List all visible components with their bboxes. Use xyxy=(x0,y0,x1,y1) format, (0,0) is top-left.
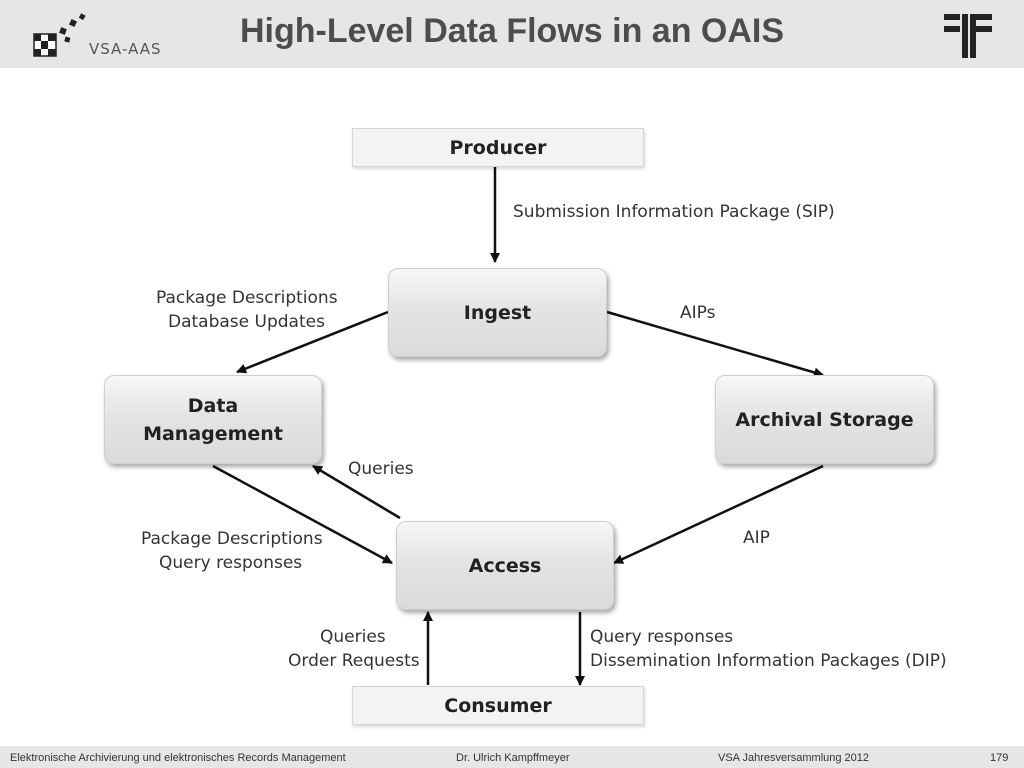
data-management-label-line2: Management xyxy=(143,422,283,445)
vsa-logo-icon xyxy=(33,13,86,57)
label-sip: Submission Information Package (SIP) xyxy=(513,202,835,222)
label-ingest-to-dm-line1: Package Descriptions xyxy=(156,288,338,308)
access-label: Access xyxy=(468,554,542,577)
consumer-label: Consumer xyxy=(444,694,552,717)
label-queries-to-dm: Queries xyxy=(348,459,414,479)
label-consumer-queries: Queries xyxy=(320,627,386,647)
archival-storage-node: Archival Storage xyxy=(715,375,934,464)
producer-node: Producer xyxy=(352,128,644,167)
label-dm-to-access-line2: Query responses xyxy=(159,553,303,573)
label-aip: AIP xyxy=(743,528,770,548)
arrow-ingest-to-archival-storage xyxy=(606,310,824,378)
arrow-data-management-to-access xyxy=(212,464,393,565)
consumer-node: Consumer xyxy=(352,686,644,725)
page-title: High-Level Data Flows in an OAIS xyxy=(239,12,785,50)
label-ingest-to-dm-line2: Database Updates xyxy=(168,312,325,332)
header-bar: VSA-AAS High-Level Data Flows in an OAIS xyxy=(0,0,1024,68)
label-aips: AIPs xyxy=(680,303,716,323)
label-dm-to-access-line1: Package Descriptions xyxy=(141,529,323,549)
producer-label: Producer xyxy=(449,136,547,159)
footer-bar: Elektronische Archivierung und elektroni… xyxy=(0,746,1024,768)
label-order-requests: Order Requests xyxy=(288,651,420,671)
arrow-archival-storage-to-access xyxy=(613,464,824,565)
access-node: Access xyxy=(396,521,614,610)
arrow-ingest-to-data-management xyxy=(236,310,389,374)
data-management-node: Data Management xyxy=(104,375,322,464)
publisher-logo-icon xyxy=(944,14,992,58)
ingest-node: Ingest xyxy=(388,268,607,357)
label-query-responses: Query responses xyxy=(590,627,734,647)
footer-event: VSA Jahresversammlung 2012 xyxy=(718,752,870,764)
label-dip: Dissemination Information Packages (DIP) xyxy=(590,651,947,671)
logo-text: VSA-AAS xyxy=(89,40,162,58)
ingest-label: Ingest xyxy=(463,301,532,324)
data-management-label-line1: Data xyxy=(187,394,239,417)
arrow-access-to-data-management xyxy=(312,464,401,520)
archival-storage-label: Archival Storage xyxy=(735,408,914,431)
footer-page-number: 179 xyxy=(990,752,1009,764)
footer-course: Elektronische Archivierung und elektroni… xyxy=(10,752,346,764)
footer-author: Dr. Ulrich Kampffmeyer xyxy=(456,752,570,764)
